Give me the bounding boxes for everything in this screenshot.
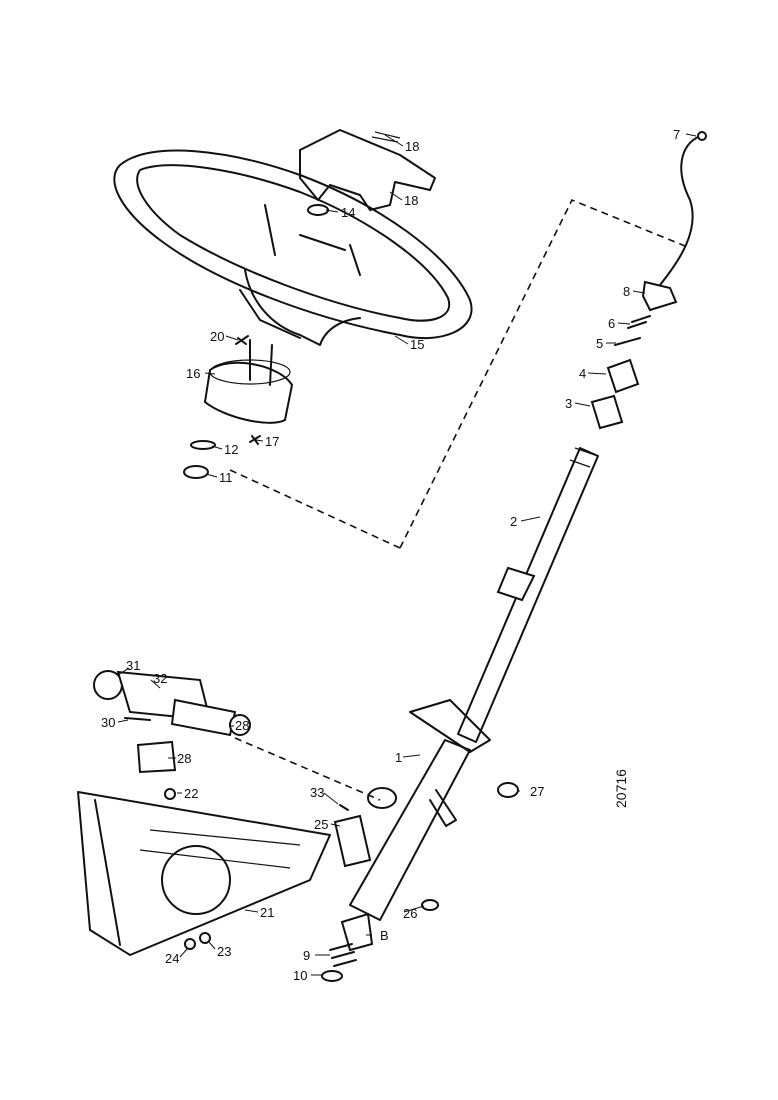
bushing-3 xyxy=(590,394,624,430)
callout-11: 11 xyxy=(219,470,233,485)
callout-5: 5 xyxy=(596,336,603,351)
callout-22: 22 xyxy=(184,786,198,801)
nut-22 xyxy=(164,788,176,800)
spring-12 xyxy=(190,440,216,450)
callout-26: 26 xyxy=(403,906,417,921)
callout-12: 12 xyxy=(224,442,238,457)
callout-32: 32 xyxy=(153,671,167,686)
screw-20 xyxy=(235,335,249,345)
part-5 xyxy=(614,337,641,346)
callout-23: 23 xyxy=(217,944,231,959)
leader-lines xyxy=(117,133,697,976)
dashed-line-hub xyxy=(229,469,401,549)
callout-17: 17 xyxy=(265,434,279,449)
horn-cover xyxy=(299,129,436,211)
callout-25: 25 xyxy=(314,817,328,832)
callout-9: 9 xyxy=(303,948,310,963)
steering-wheel xyxy=(113,149,473,346)
nut-24 xyxy=(184,938,196,950)
callout-15: 15 xyxy=(410,337,424,352)
drawing-code: 20716 xyxy=(613,769,629,808)
grommet-27 xyxy=(497,782,519,798)
callout-3: 3 xyxy=(565,396,572,411)
callout-labels: 1 2 3 4 5 6 7 8 9 10 11 12 14 15 16 17 1… xyxy=(101,127,680,983)
hub-16 xyxy=(203,339,294,424)
callout-28-lower: 28 xyxy=(177,751,191,766)
screw-17 xyxy=(249,435,261,445)
callout-10: 10 xyxy=(293,968,307,983)
callout-8: 8 xyxy=(623,284,630,299)
callout-7: 7 xyxy=(673,127,680,142)
callout-27: 27 xyxy=(530,784,544,799)
callout-33: 33 xyxy=(310,785,324,800)
wire-connector xyxy=(697,131,707,141)
nut-23 xyxy=(199,932,211,944)
callout-31: 31 xyxy=(126,658,140,673)
steering-shaft xyxy=(457,447,599,743)
spring-9 xyxy=(329,943,357,967)
callout-18-bottom: 18 xyxy=(404,193,418,208)
part-6 xyxy=(627,315,651,329)
bearing-B xyxy=(340,912,374,952)
clamp-25 xyxy=(333,814,372,868)
callout-6: 6 xyxy=(608,316,615,331)
callout-20: 20 xyxy=(210,329,224,344)
bushing-4 xyxy=(606,358,640,394)
nut-14 xyxy=(307,204,329,216)
mounting-bracket xyxy=(77,791,331,956)
callout-14: 14 xyxy=(341,205,355,220)
callout-30: 30 xyxy=(101,715,115,730)
dashed-ignition-line xyxy=(234,737,381,801)
callout-21: 21 xyxy=(260,905,274,920)
callout-18-top: 18 xyxy=(405,139,419,154)
screw-33 xyxy=(339,804,349,811)
part-8 xyxy=(641,280,678,312)
grommet-26 xyxy=(421,899,439,911)
callout-B: B xyxy=(380,928,389,943)
ignition-switch-assembly xyxy=(93,670,251,774)
callout-1: 1 xyxy=(395,750,402,765)
nut-10 xyxy=(321,970,343,982)
callout-16: 16 xyxy=(186,366,200,381)
callout-2: 2 xyxy=(510,514,517,529)
bush-33 xyxy=(367,787,397,809)
horn-wire xyxy=(659,135,701,286)
column-tube xyxy=(349,699,491,921)
callout-4: 4 xyxy=(579,366,586,381)
dashed-assembly-line xyxy=(399,198,691,549)
callout-24: 24 xyxy=(165,951,179,966)
callout-28-upper: 28 xyxy=(235,718,249,733)
washer-11 xyxy=(183,465,209,479)
